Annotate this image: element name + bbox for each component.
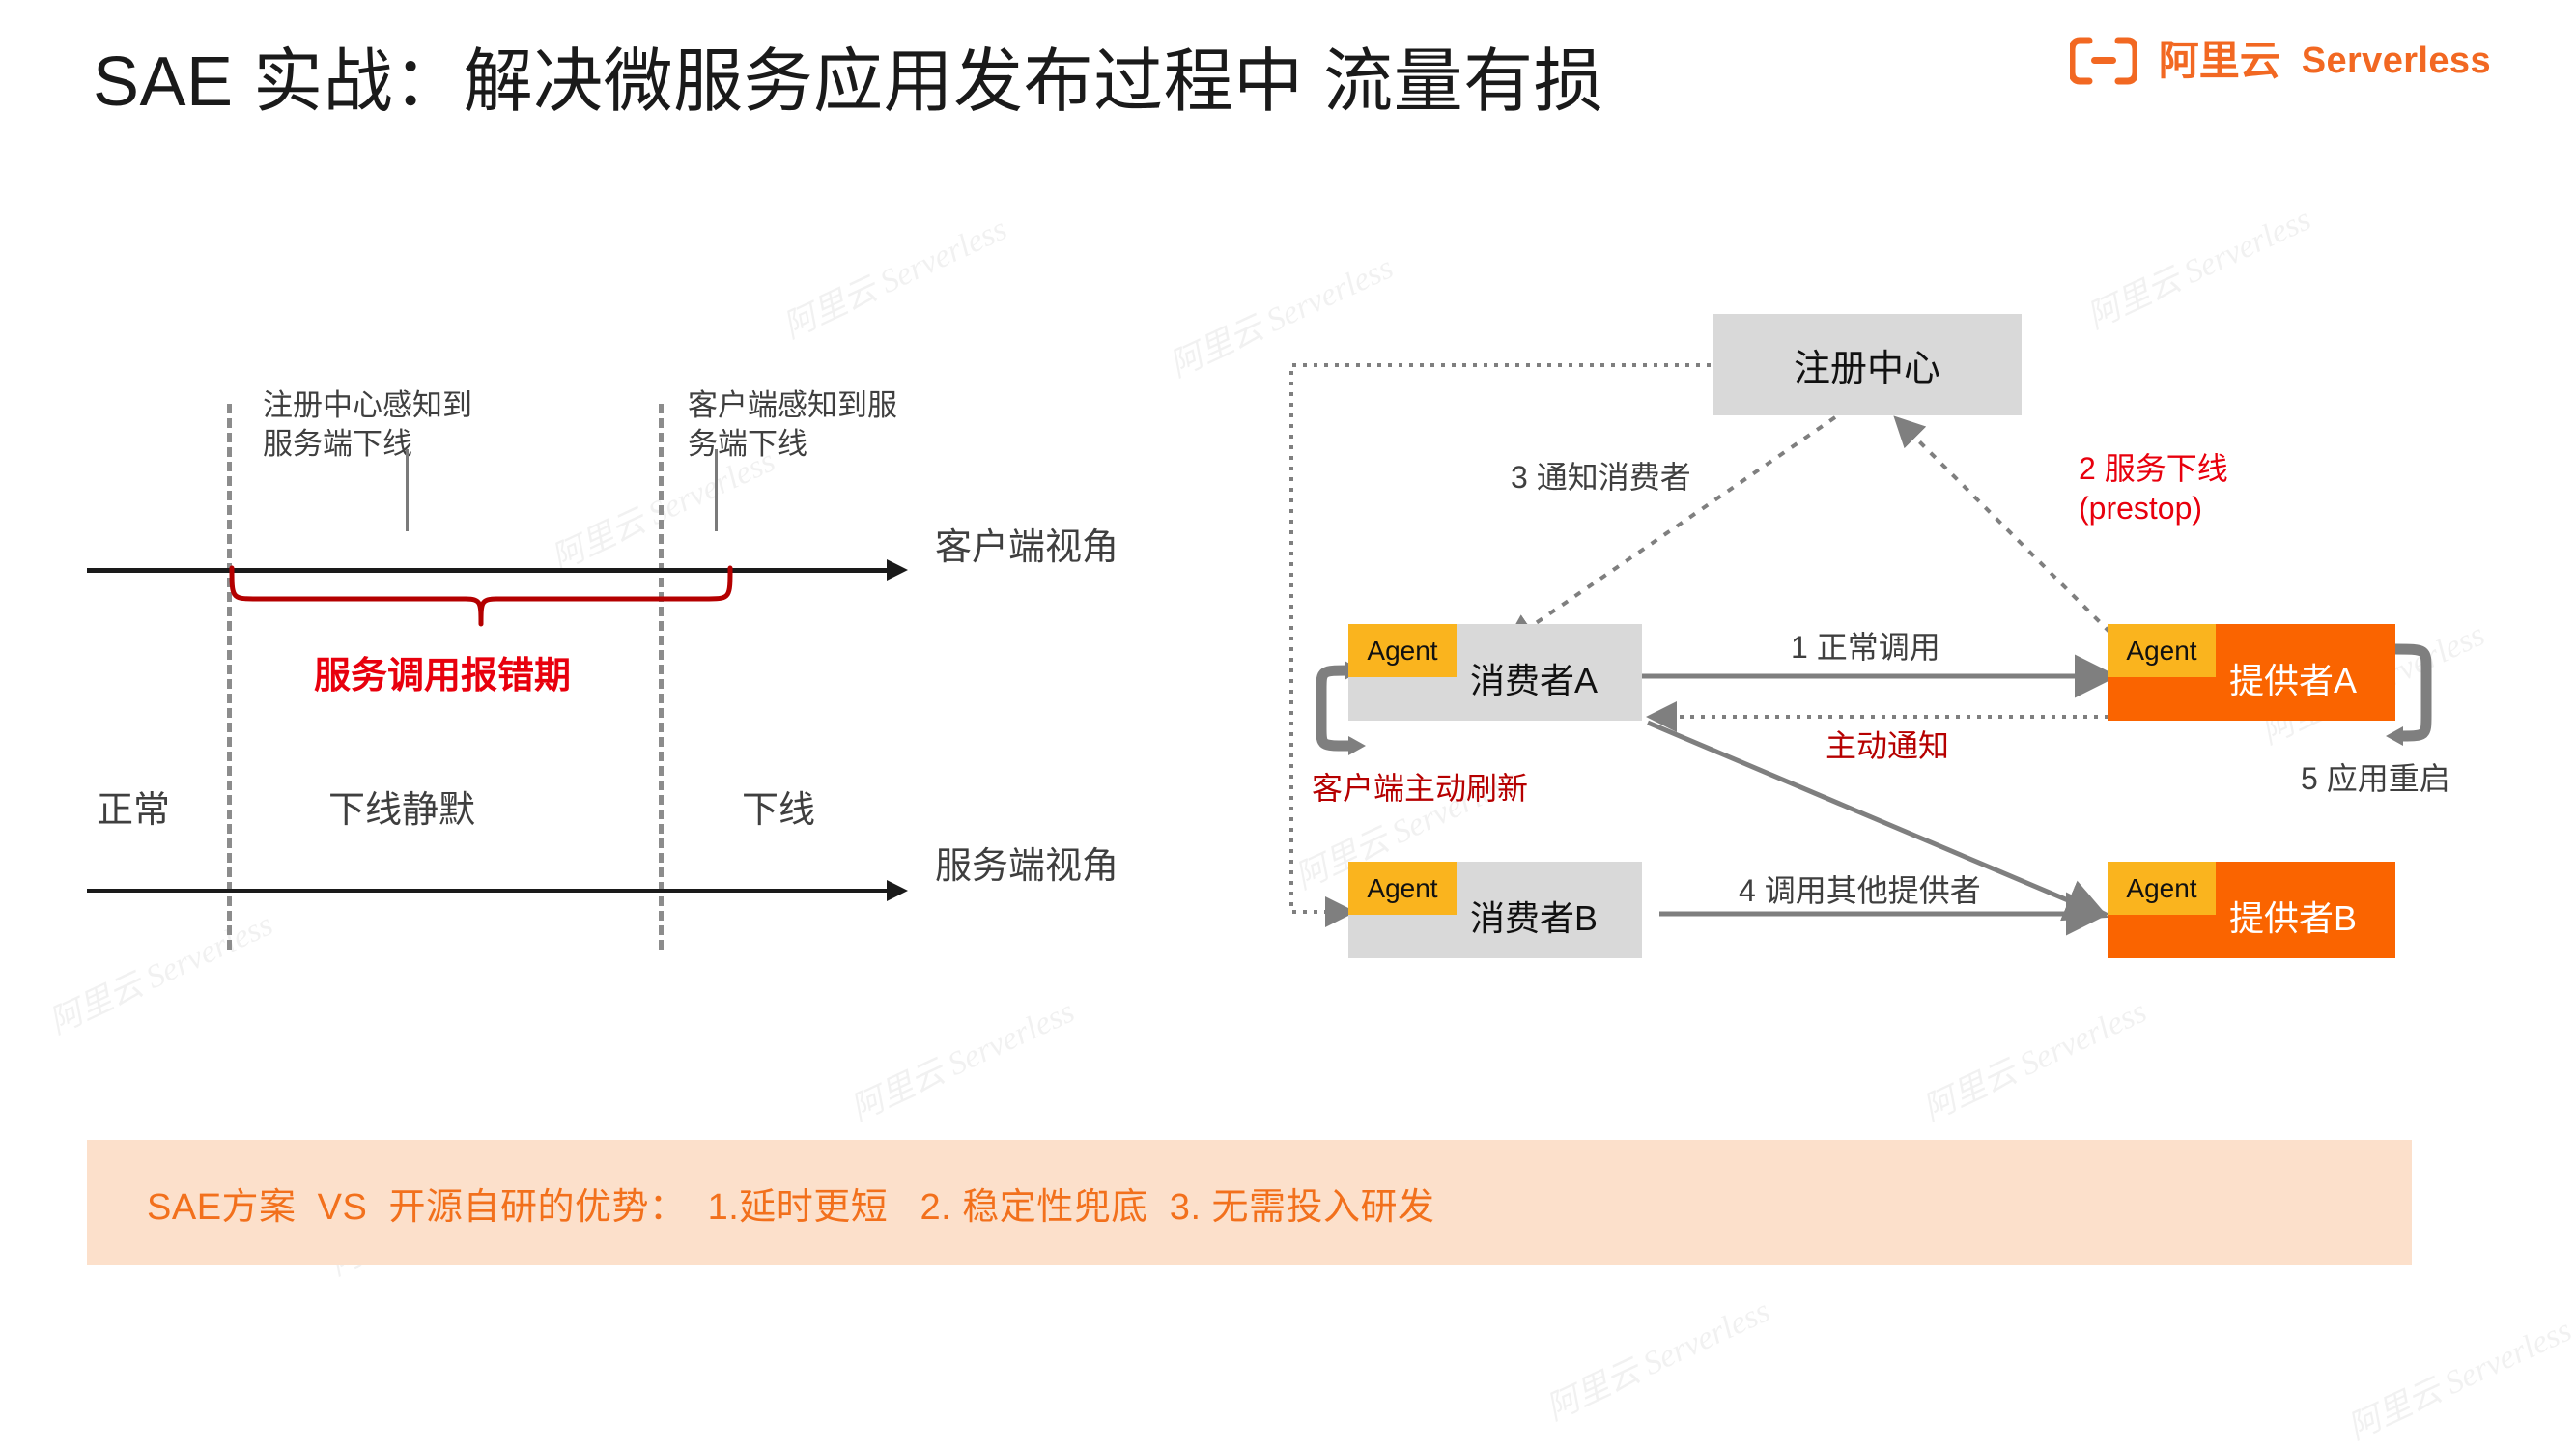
watermark: 阿里云 Serverless <box>2081 201 2317 336</box>
agent-badge: Agent <box>1348 624 1457 677</box>
phase-label-offline: 下线 <box>742 790 816 831</box>
registry-node[interactable]: 注册中心 <box>1713 314 2022 415</box>
client-timeline-axis <box>87 568 889 573</box>
timeline-divider-2 <box>659 404 664 950</box>
watermark: 阿里云 Serverless <box>43 906 279 1041</box>
node-consumer-a[interactable]: Agent <box>1348 624 1642 721</box>
page-title: SAE 实战：解决微服务应用发布过程中 流量有损 <box>93 43 1604 121</box>
server-axis-label: 服务端视角 <box>935 846 1119 887</box>
error-window-brace <box>229 565 733 627</box>
phase-label-normal: 正常 <box>97 790 171 831</box>
annotation-leader-tick-1 <box>406 449 409 531</box>
node-provider-a-label: 提供者A <box>2229 661 2358 700</box>
annotation-leader-tick-2 <box>715 449 718 531</box>
registry-label: 注册中心 <box>1793 349 1940 389</box>
watermark: 阿里云 Serverless <box>1541 1293 1776 1428</box>
client-axis-label: 客户端视角 <box>935 527 1119 568</box>
watermark: 阿里云 Serverless <box>845 993 1081 1128</box>
watermark: 阿里云 Serverless <box>1917 993 2153 1128</box>
agent-badge: Agent <box>1348 862 1457 915</box>
agent-label: Agent <box>2126 635 2197 666</box>
aliyun-logo-icon <box>2069 37 2137 85</box>
node-consumer-b[interactable]: Agent <box>1348 862 1642 958</box>
node-provider-b[interactable]: Agent <box>2108 862 2395 958</box>
flow-label-active-notify: 主动通知 <box>1826 728 1950 763</box>
client-timeline-arrowhead <box>887 559 908 581</box>
node-provider-a[interactable]: Agent <box>2108 624 2395 721</box>
flow-label-step-3: 3 通知消费者 <box>1511 460 1691 495</box>
brand-logo: 阿里云 Serverless <box>2069 37 2491 85</box>
watermark: 阿里云 Serverless <box>778 211 1013 346</box>
node-provider-b-label: 提供者B <box>2229 898 2358 938</box>
error-window-label: 服务调用报错期 <box>314 656 572 696</box>
server-timeline-arrowhead <box>887 880 908 901</box>
serverless-label: Serverless <box>2301 41 2491 81</box>
server-timeline-axis <box>87 889 889 893</box>
agent-label: Agent <box>2126 872 2197 903</box>
agent-badge: Agent <box>2108 862 2216 915</box>
node-consumer-b-label: 消费者B <box>1470 898 1599 938</box>
watermark: 阿里云 Serverless <box>2342 1312 2576 1447</box>
flow-label-step-2: 2 服务下线 (prestop) <box>2079 451 2228 526</box>
watermark: 阿里云 Serverless <box>1164 249 1400 384</box>
flow-label-step-4: 4 调用其他提供者 <box>1739 873 1981 908</box>
phase-label-silent: 下线静默 <box>328 790 476 831</box>
footer-banner-text: SAE方案 VS 开源自研的优势： 1.延时更短 2. 稳定性兜底 3. 无需投… <box>147 1186 1435 1228</box>
footer-banner: SAE方案 VS 开源自研的优势： 1.延时更短 2. 稳定性兜底 3. 无需投… <box>87 1140 2412 1265</box>
flow-label-step-5: 5 应用重启 <box>2301 761 2450 796</box>
aliyun-label: 阿里云 <box>2158 38 2280 83</box>
timeline-divider-1 <box>227 404 232 950</box>
flow-label-client-refresh: 客户端主动刷新 <box>1312 771 1529 806</box>
timeline-annotation-client-detect: 客户端感知到服 务端下线 <box>688 388 897 461</box>
flow-label-step-1: 1 正常调用 <box>1791 630 1940 665</box>
agent-label: Agent <box>1367 635 1438 666</box>
node-consumer-a-label: 消费者A <box>1470 661 1599 700</box>
timeline-annotation-registry-detect: 注册中心感知到 服务端下线 <box>263 388 472 461</box>
agent-label: Agent <box>1367 872 1438 903</box>
agent-badge: Agent <box>2108 624 2216 677</box>
